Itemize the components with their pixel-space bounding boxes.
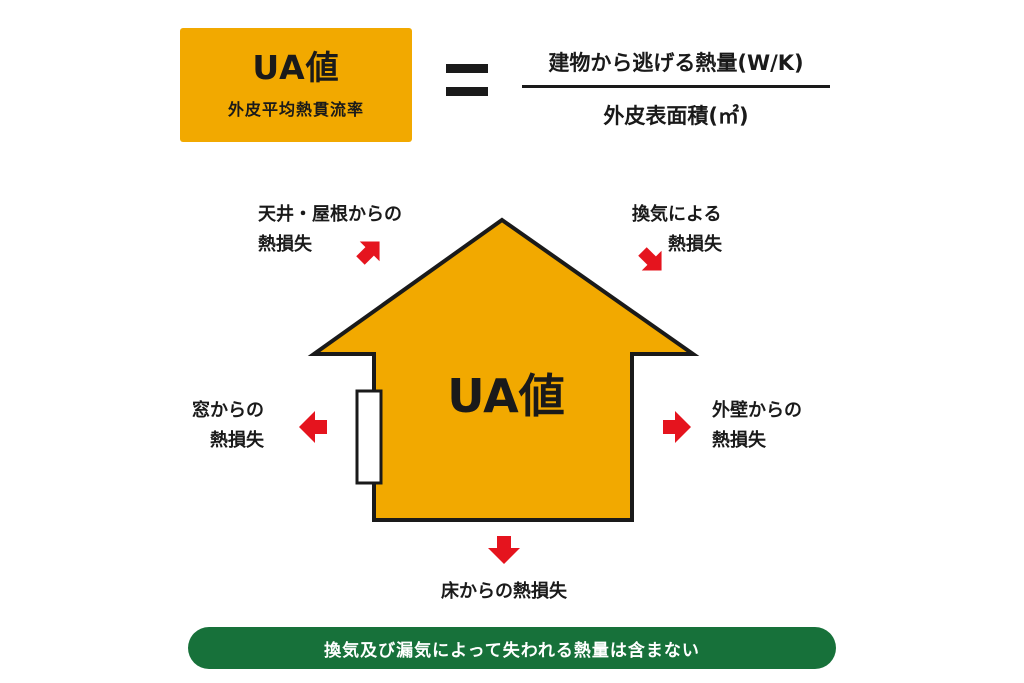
window-loss-label: 窓からの 熱損失	[192, 396, 292, 456]
roof-loss-label: 天井・屋根からの 熱損失	[258, 200, 448, 260]
vent-loss-line2: 熱損失	[668, 234, 722, 255]
arrow-floor-icon	[488, 536, 520, 564]
window-loss-line1: 窓からの	[192, 400, 264, 421]
roof-loss-line2: 熱損失	[258, 234, 312, 255]
arrow-wall-icon	[663, 411, 691, 443]
window-icon	[355, 389, 383, 485]
formula-denominator: 外皮表面積(㎡)	[603, 104, 749, 128]
floor-loss-label: 床からの熱損失	[441, 581, 567, 602]
house-label: UA値	[447, 369, 565, 423]
roof-loss-line1: 天井・屋根からの	[258, 204, 402, 225]
arrow-window-icon	[299, 411, 327, 443]
ua-subtitle: 外皮平均熱貫流率	[227, 99, 364, 119]
vent-loss-label: 換気による 熱損失	[632, 200, 772, 260]
wall-loss-line1: 外壁からの	[712, 400, 802, 421]
ua-value-box: UA値 外皮平均熱貫流率	[180, 28, 412, 142]
wall-loss-line2: 熱損失	[712, 430, 766, 451]
window-loss-line2: 熱損失	[210, 430, 264, 451]
arrow-vent-icon	[638, 247, 662, 271]
exclusion-note: 換気及び漏気によって失われる熱量は含まない	[188, 627, 836, 669]
formula-numerator: 建物から逃げる熱量(W/K)	[548, 51, 804, 75]
ua-title: UA値	[252, 47, 340, 87]
vent-loss-line1: 換気による	[632, 204, 722, 225]
arrow-roof-icon	[356, 241, 380, 265]
house-shape	[307, 217, 700, 522]
fraction-line	[522, 85, 830, 88]
equals-sign	[446, 64, 488, 98]
wall-loss-label: 外壁からの 熱損失	[712, 396, 832, 456]
